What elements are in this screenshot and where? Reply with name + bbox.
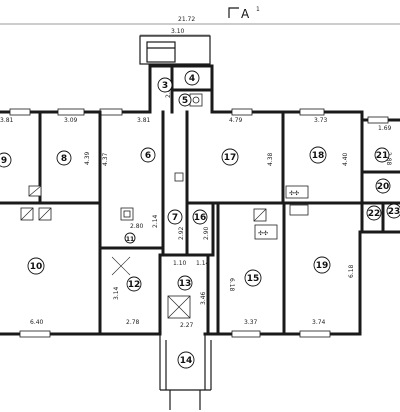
dim-top-overall: 21.72	[178, 16, 195, 23]
dim-room13-w2: 1.14	[196, 260, 210, 267]
room-number-19: 19	[316, 261, 329, 271]
room-number-22: 22	[368, 209, 381, 219]
room-number-12: 12	[128, 280, 141, 290]
room-number-3: 3	[162, 81, 168, 91]
dim-porch-top: 3.10	[171, 28, 185, 35]
bottom-porch	[159, 334, 212, 410]
section-marker: A 1	[228, 6, 260, 21]
dim-room11-width: 2.80	[130, 223, 144, 230]
room-number-23: 23	[388, 207, 400, 217]
top-dimension-line: 21.72 3.10	[0, 16, 400, 36]
room-number-14: 14	[180, 356, 193, 366]
dim-room9-width: 3.81	[0, 117, 14, 124]
vent-icon	[174, 172, 184, 182]
room-number-21: 21	[376, 151, 389, 161]
dim-room12-height: 3.14	[113, 286, 120, 300]
dim-bottom-room13: 2.27	[180, 322, 194, 329]
room-number-9: 9	[1, 156, 7, 166]
room-labels: 3 4 5 6 7 8 9 10 11 12 13 14 15 16 17 18…	[0, 70, 400, 369]
svg-text:✣✣: ✣✣	[289, 190, 299, 197]
dim-room16-height: 2.90	[203, 226, 210, 240]
fixtures: ✣✣ ✣✣	[20, 93, 309, 319]
dim-room17-width: 4.79	[229, 117, 243, 124]
dim-room18-height: 4.40	[342, 152, 349, 166]
dim-room15-height: 6.18	[228, 278, 235, 292]
dimension-labels: 3.81 3.09 3.81 4.79 3.73 1.69 2.88 2.05 …	[0, 84, 392, 329]
interior-walls	[0, 64, 400, 336]
sink-icon	[289, 204, 309, 216]
dim-room6-width: 3.81	[137, 117, 151, 124]
dim-room19-height: 6.18	[348, 264, 355, 278]
dim-room21-width: 1.69	[378, 125, 392, 132]
svg-text:✣✣: ✣✣	[258, 230, 268, 237]
dim-bottom-room10: 6.40	[30, 319, 44, 326]
room-number-13: 13	[179, 279, 192, 289]
room-number-8: 8	[61, 154, 67, 164]
cooktop-icon	[254, 224, 278, 240]
dim-room18-width: 3.73	[314, 117, 328, 124]
room-number-4: 4	[189, 74, 195, 84]
dim-room8-width: 3.09	[64, 117, 78, 124]
cooktop-icon	[285, 185, 309, 199]
dim-room17-height: 4.38	[267, 152, 274, 166]
dim-bottom-room15: 3.37	[244, 319, 258, 326]
room-number-18: 18	[312, 151, 325, 161]
dim-room7-height: 2.92	[178, 226, 185, 240]
dim-room11-height: 2.14	[152, 214, 159, 228]
section-label-sup: 1	[256, 6, 260, 13]
dim-bottom-room19: 3.74	[312, 319, 326, 326]
room-number-10: 10	[30, 262, 43, 272]
dim-room13-height: 3.46	[200, 291, 207, 305]
room-number-6: 6	[145, 151, 151, 161]
room-number-5: 5	[182, 96, 188, 106]
room-number-20: 20	[377, 182, 390, 192]
room-number-7: 7	[172, 213, 178, 223]
room-number-11: 11	[126, 236, 134, 243]
dim-bottom-room12: 2.78	[126, 319, 140, 326]
room-number-16: 16	[194, 213, 207, 223]
dim-room21-height: 2.88	[385, 152, 392, 166]
room-number-17: 17	[224, 153, 237, 163]
top-windows	[9, 108, 389, 338]
dim-room6-height: 4.37	[102, 152, 109, 166]
top-porch	[139, 35, 211, 65]
room-number-15: 15	[247, 274, 260, 284]
dim-room13-w1: 1.10	[173, 260, 187, 267]
dim-room8-height: 4.39	[84, 151, 91, 165]
section-label: A	[241, 7, 250, 21]
